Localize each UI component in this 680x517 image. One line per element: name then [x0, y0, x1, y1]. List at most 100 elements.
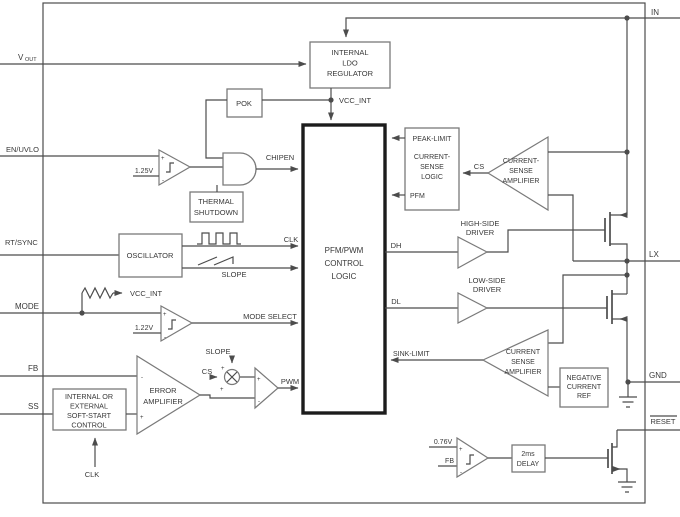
pin-vout-sub: OUT [25, 57, 37, 63]
error-amplifier-block: - + ERROR AMPLIFIER [136, 354, 255, 436]
dh-label: DH [391, 241, 402, 250]
resistor-icon [81, 286, 114, 300]
ldo-line1: INTERNAL [331, 48, 368, 57]
hysteresis-icon [168, 319, 176, 330]
and-gate [222, 152, 257, 186]
pwm-label: PWM [281, 377, 299, 386]
high-side-driver-triangle [457, 236, 489, 270]
error-amplifier-triangle [136, 354, 202, 436]
pin-fb-label: FB [28, 364, 38, 373]
low-side-mosfet [606, 290, 628, 382]
oscillator-box [118, 233, 183, 278]
high-side-mosfet [604, 212, 628, 261]
hysteresis-icon [166, 162, 174, 173]
hysteresis-icon [466, 454, 474, 465]
pin-ss-label: SS [28, 402, 39, 411]
soft-start-line3: SOFT-START [67, 411, 112, 420]
clock-waveform-icon [197, 232, 241, 245]
cs-amp-bot-line1: CURRENT [506, 349, 541, 356]
ic-boundary [42, 2, 646, 504]
gnd-net [619, 379, 680, 408]
reset-threshold-label: 0.76V [434, 439, 453, 446]
ldo-line3: REGULATOR [327, 69, 374, 78]
ea-out-wire [200, 394, 255, 399]
cs-amp-top-line3: AMPLIFIER [503, 178, 540, 185]
pin-lx-label: LX [649, 250, 659, 259]
pok-to-and-wire [205, 99, 227, 159]
plus-mark: + [163, 312, 167, 318]
soft-start-block: INTERNAL OR EXTERNAL SOFT-START CONTROL … [52, 388, 137, 479]
pin-vout-label: V [18, 53, 24, 62]
reset-section: 0.76V FB + - 2ms DELAY [429, 429, 680, 493]
cs-logic-line3: LOGIC [421, 174, 443, 181]
en-threshold-label: 1.25V [135, 168, 154, 175]
oscillator-label: OSCILLATOR [127, 251, 174, 260]
cs-logic-line1: CURRENT- [414, 154, 451, 161]
cs-amp-bot-line3: AMPLIFIER [505, 369, 542, 376]
cs-label-2: CS [202, 367, 212, 376]
reset-comparator-triangle [456, 436, 490, 479]
pin-en-uvlo-label: EN/UVLO [6, 145, 39, 154]
mosfet-source-lead [612, 468, 628, 482]
pin-gnd-label: GND [649, 371, 667, 380]
pin-reset-label: RESET [650, 417, 675, 426]
negative-current-ref-box [559, 367, 609, 408]
cs-amp-bot-line2: SENSE [511, 359, 535, 366]
clk-label-2: CLK [85, 470, 100, 479]
plus-mark: + [220, 387, 224, 393]
pwm-comparator-triangle [254, 366, 279, 410]
cs-amp-top-triangle [486, 135, 549, 212]
control-line3: LOGIC [332, 272, 357, 281]
cs-amp-top-line2: SENSE [509, 168, 533, 175]
neg-ref-line3: REF [577, 393, 591, 400]
minus-mark: - [460, 470, 462, 476]
cs-amp-top-block: CURRENT- SENSE AMPLIFIER CS [462, 135, 630, 261]
junction-dot [624, 149, 630, 155]
thermal-shutdown-box [189, 191, 244, 223]
mode-comparator-triangle [160, 304, 194, 343]
lx-net [548, 258, 680, 344]
hs-gate-wire [487, 229, 605, 253]
minus-mark: - [141, 375, 143, 381]
plus-mark: + [459, 447, 463, 453]
cs-amp-bottom-block: CURRENT SENSE AMPLIFIER SINK-LIMIT NEGAT… [390, 329, 609, 408]
delay-line1: 2ms [521, 451, 535, 458]
ground-symbol [618, 481, 636, 493]
slope-label: SLOPE [221, 270, 246, 279]
mode-select-label: MODE SELECT [243, 312, 297, 321]
cs-amp-bottom-triangle [481, 329, 549, 398]
oscillator-block: OSCILLATOR CLK SLOPE [118, 232, 299, 279]
pin-labels: V OUT EN/UVLO RT/SYNC MODE FB SS IN LX G… [5, 8, 677, 426]
low-side-driver-block: DL LOW-SIDE DRIVER [385, 276, 607, 324]
pin-mode-label: MODE [15, 302, 39, 311]
pin-in-label: IN [651, 8, 659, 17]
soft-start-box [52, 388, 127, 431]
mode-threshold-label: 1.22V [135, 325, 154, 332]
pwm-modulator: SLOPE CS + + + - PWM [202, 347, 299, 410]
delay-line2: DELAY [517, 461, 540, 468]
high-side-driver-block: DH HIGH-SIDE DRIVER [385, 219, 605, 270]
error-amp-line1: ERROR [149, 386, 177, 395]
mode-section: VCC_INT + - 1.22V MODE SELECT [79, 286, 299, 343]
error-amp-line2: AMPLIFIER [143, 397, 183, 406]
cs-amp-in-bottom-wire [548, 194, 574, 261]
ldo-line2: LDO [342, 59, 358, 68]
current-sense-logic-box [404, 127, 460, 211]
soft-start-line2: EXTERNAL [70, 402, 108, 411]
reset-fb-label: FB [445, 458, 454, 465]
soft-start-line1: INTERNAL OR [65, 392, 113, 401]
mosfet-source-lead [612, 318, 628, 382]
hs-driver-line1: HIGH-SIDE [461, 219, 500, 228]
lx-to-cs2-wire [548, 274, 627, 344]
pfm-label: PFM [410, 193, 425, 200]
neg-ref-line1: NEGATIVE [567, 375, 602, 382]
pok-block: POK [205, 88, 331, 159]
plus-mark: + [161, 156, 165, 162]
mosfet-source-lead [610, 243, 628, 261]
ldo-block: INTERNAL LDO REGULATOR VCC_INT [309, 41, 391, 121]
slope-label-2: SLOPE [205, 347, 230, 356]
ground-symbol [619, 396, 637, 408]
vcc-int-label-2: VCC_INT [130, 289, 163, 298]
cs-amp-top-line1: CURRENT- [503, 158, 540, 165]
